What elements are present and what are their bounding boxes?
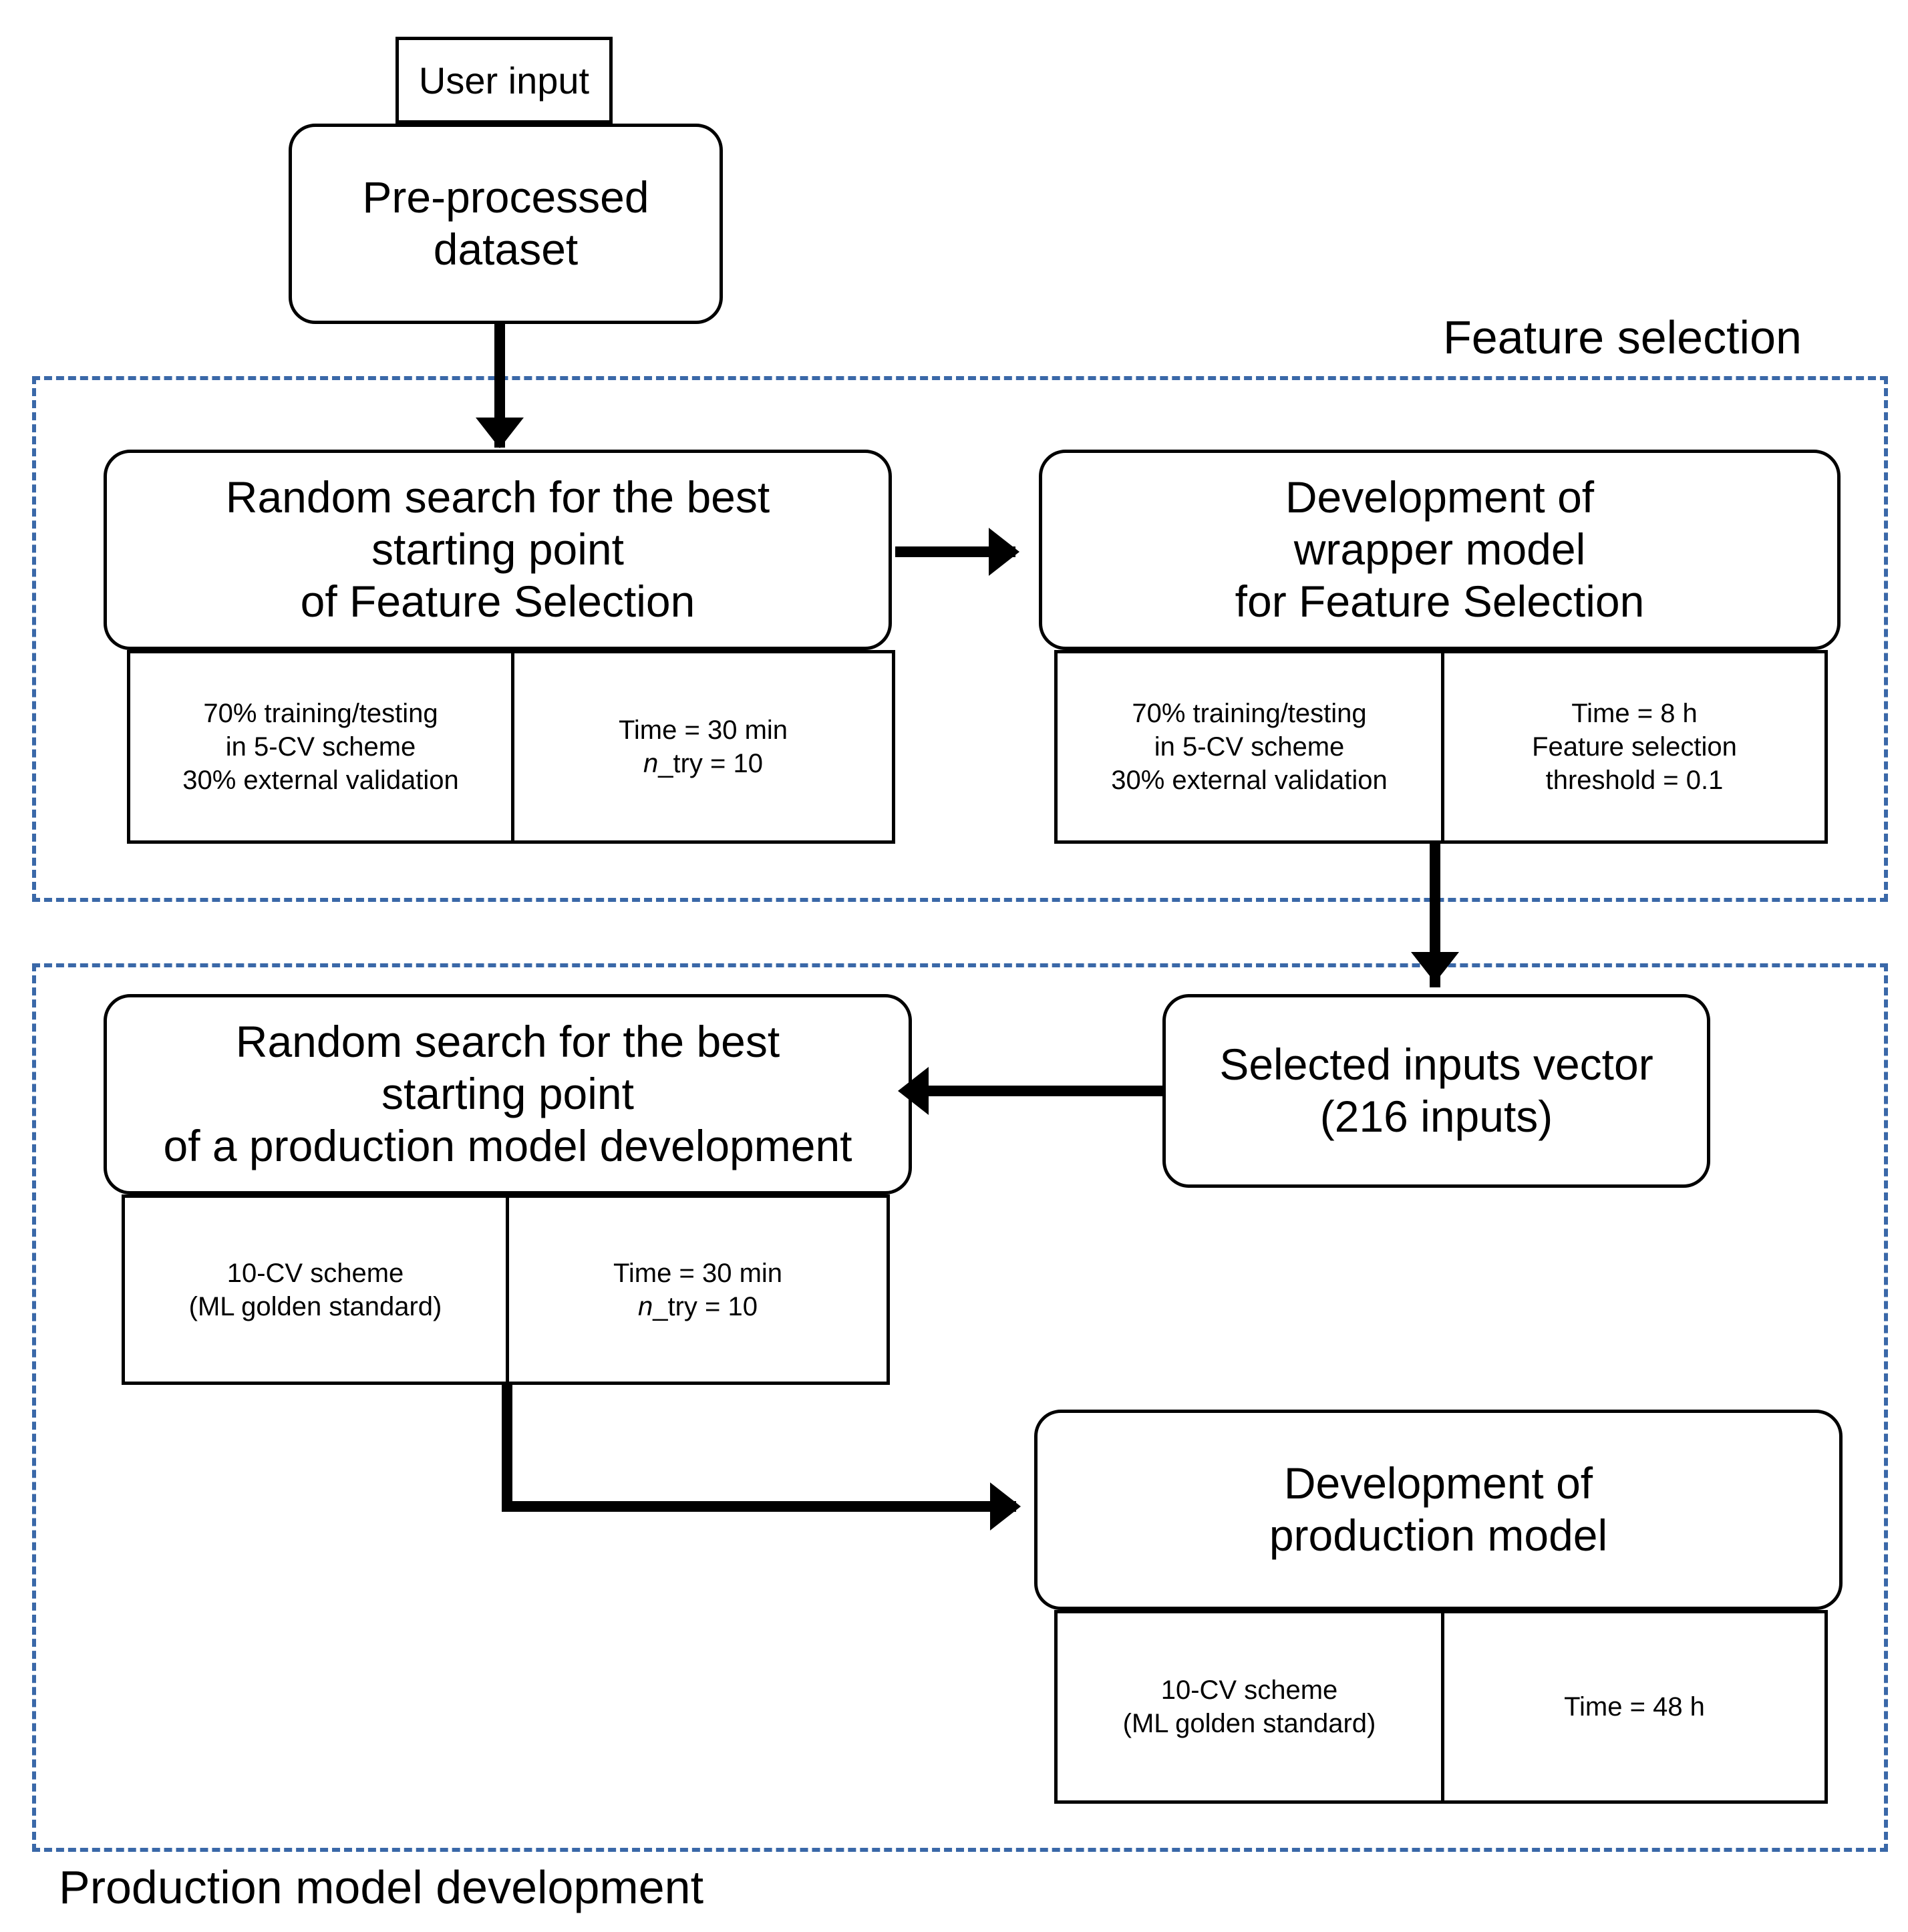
connector-dataset-to-random-search — [494, 324, 505, 448]
user-input-label: User input — [418, 59, 590, 102]
cell-time: Time = 48 h — [1441, 1613, 1824, 1800]
node-production-model[interactable]: Development of production model — [1034, 1410, 1843, 1610]
node-random-search-production[interactable]: Random search for the best starting poin… — [104, 994, 912, 1194]
cell-cv-scheme: 10-CV scheme (ML golden standard) — [1122, 1675, 1376, 1738]
arrowhead-random-search-to-wrapper — [989, 528, 1019, 576]
connector-selected-inputs-to-random-search-prod — [929, 1086, 1164, 1096]
group-production-model-development-label: Production model development — [59, 1861, 704, 1913]
cell-ntry-symbol: n — [637, 1291, 653, 1321]
group-production-model-development — [32, 963, 1888, 1852]
arrowhead-dataset-to-random-search — [476, 418, 524, 448]
node-random-search-feature-selection[interactable]: Random search for the best starting poin… — [104, 450, 892, 650]
connector-random-search-prod-vertical — [502, 1385, 512, 1512]
cell-time-threshold: Time = 8 h Feature selection threshold =… — [1441, 653, 1824, 840]
cell-time-ntry: Time = 30 min n_try = 10 — [511, 653, 892, 840]
connector-wrapper-to-selected-inputs — [1430, 844, 1440, 987]
node-selected-inputs-vector[interactable]: Selected inputs vector (216 inputs) — [1162, 994, 1710, 1188]
cell-ntry-value: _try = 10 — [658, 749, 763, 778]
node-wrapper-model-table: 70% training/testing in 5-CV scheme 30% … — [1054, 650, 1828, 844]
node-production-model-table: 10-CV scheme (ML golden standard) Time =… — [1054, 1610, 1828, 1804]
connector-random-search-prod-horizontal — [502, 1501, 1016, 1512]
node-random-search-production-table: 10-CV scheme (ML golden standard) Time =… — [122, 1194, 890, 1385]
cell-validation-scheme: 70% training/testing in 5-CV scheme 30% … — [182, 699, 459, 795]
cell-time-value: Time = 30 min — [618, 715, 788, 745]
group-feature-selection — [32, 376, 1888, 902]
arrowhead-random-search-prod-to-production-model — [990, 1482, 1021, 1531]
arrowhead-wrapper-to-selected-inputs — [1411, 952, 1459, 983]
user-input-box: User input — [395, 37, 613, 124]
cell-ntry-symbol: n — [643, 749, 659, 778]
cell-time-value: Time = 30 min — [613, 1258, 783, 1288]
cell-cv-scheme: 10-CV scheme (ML golden standard) — [188, 1258, 442, 1321]
connector-random-search-to-wrapper — [895, 546, 1015, 557]
node-random-search-feature-selection-table: 70% training/testing in 5-CV scheme 30% … — [127, 650, 895, 844]
arrowhead-selected-inputs-to-random-search-prod — [898, 1067, 929, 1115]
cell-validation-scheme: 70% training/testing in 5-CV scheme 30% … — [1111, 699, 1388, 795]
cell-time-ntry: Time = 30 min n_try = 10 — [506, 1198, 887, 1382]
node-wrapper-model[interactable]: Development of wrapper model for Feature… — [1039, 450, 1841, 650]
cell-ntry-value: _try = 10 — [653, 1291, 758, 1321]
node-preprocessed-dataset[interactable]: Pre-processed dataset — [289, 124, 723, 324]
group-feature-selection-label: Feature selection — [1443, 311, 1802, 363]
